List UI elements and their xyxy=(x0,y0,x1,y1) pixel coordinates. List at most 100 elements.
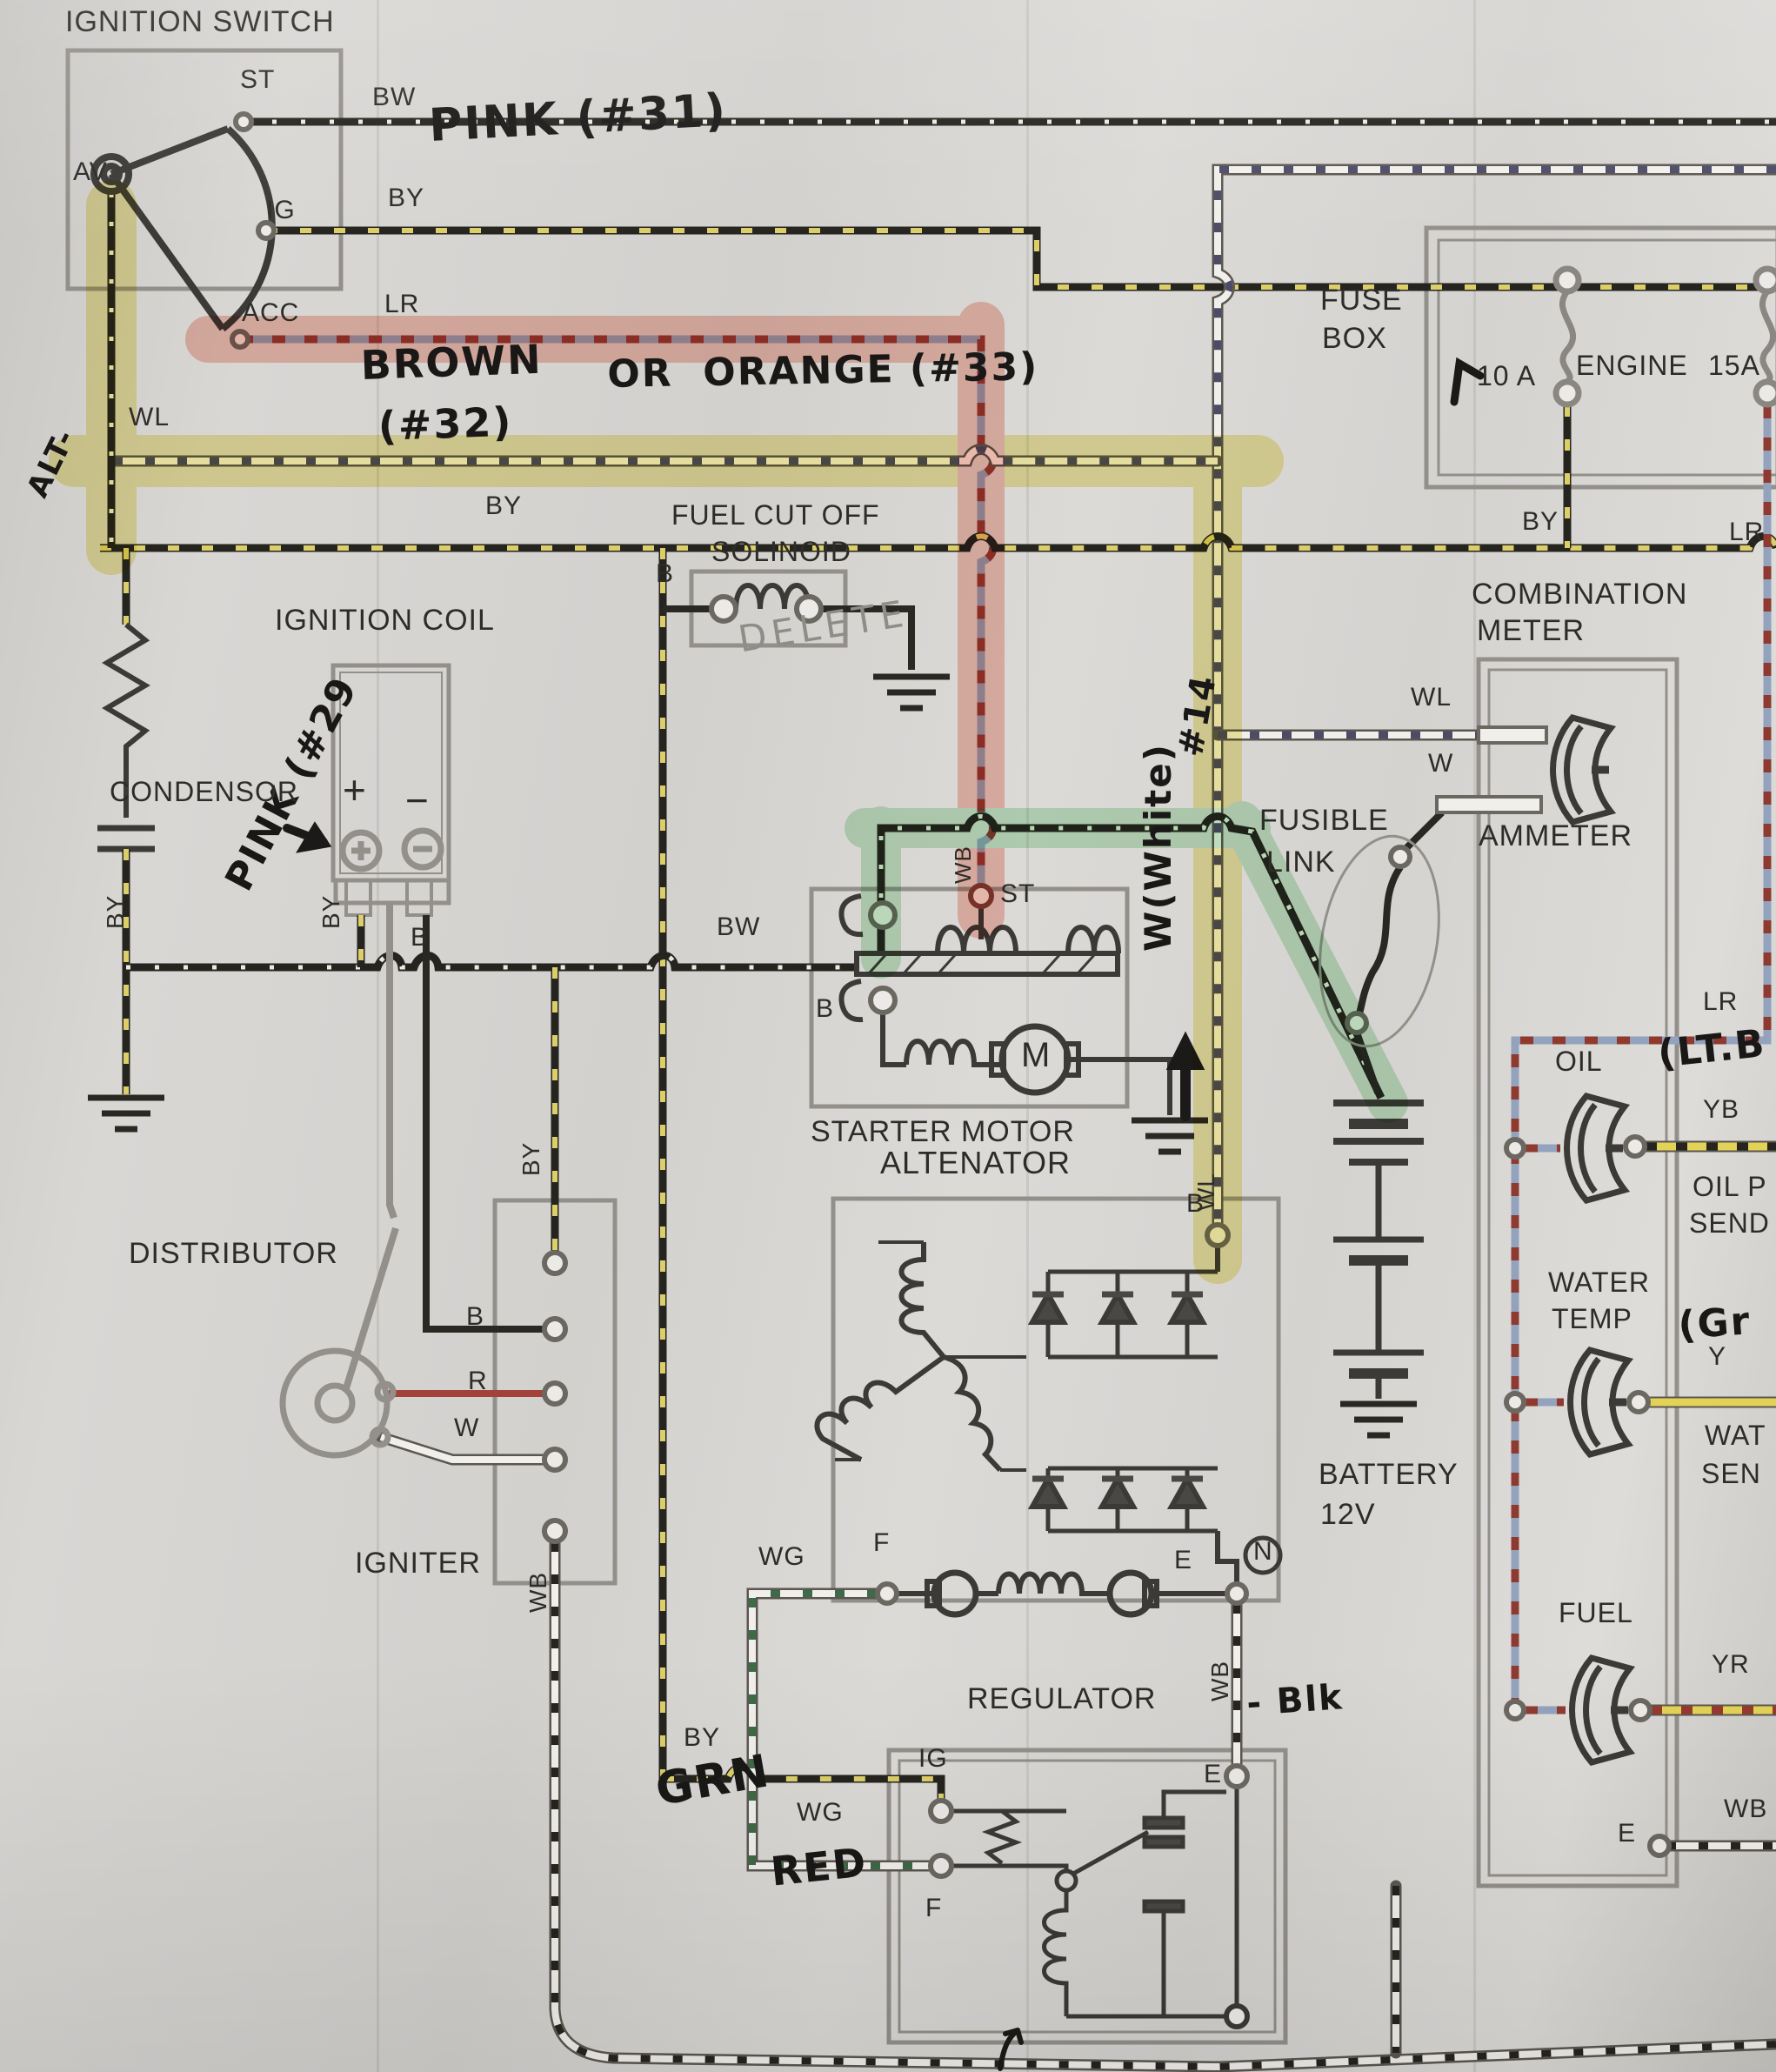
wire-wb-alt-e: WB xyxy=(1206,1660,1233,1701)
starter-motor-title: STARTER MOTOR xyxy=(811,1115,1075,1148)
terminal-f-reg: F xyxy=(925,1894,943,1922)
alternator-box xyxy=(831,1196,1281,1603)
note-gr: (Gr xyxy=(1676,1299,1753,1348)
note-num14: #14 xyxy=(1171,671,1225,760)
fuse-box-line2: BOX xyxy=(1322,322,1387,355)
paper-crease xyxy=(1026,0,1029,2072)
wire-by-coil: BY xyxy=(317,894,344,929)
altenator-title: ALTENATOR xyxy=(880,1145,1072,1180)
highlighter-marks xyxy=(49,180,1408,1284)
water-temp-line1: WATER xyxy=(1548,1267,1650,1298)
wire-by-top: BY xyxy=(388,184,425,212)
wire-yb: YB xyxy=(1703,1095,1740,1124)
note-or-orange-33: OR ORANGE (#33) xyxy=(606,344,1039,397)
wire-by-fuse: BY xyxy=(1522,507,1559,536)
wire-by-reg: BY xyxy=(684,1723,721,1752)
terminal-w-igniter: W xyxy=(454,1414,480,1442)
terminal-ig: IG xyxy=(266,196,296,224)
wire-y: Y xyxy=(1708,1342,1727,1371)
wire-lr-meter-bus xyxy=(1511,405,1772,1701)
coil-minus: − xyxy=(405,778,430,823)
note-blk: - Blk xyxy=(1245,1677,1345,1724)
terminal-b-starter: B xyxy=(816,994,835,1023)
wire-wl-left: WL xyxy=(129,403,170,431)
wire-wg-lower: WG xyxy=(797,1798,844,1827)
fusible-link-line1: FUSIBLE xyxy=(1259,804,1389,837)
ignition-switch-title: IGNITION SWITCH xyxy=(65,5,335,38)
ignition-coil-title: IGNITION COIL xyxy=(275,604,495,637)
wire-b-coil: B xyxy=(411,923,430,952)
battery-line2: 12V xyxy=(1320,1498,1376,1531)
note-pink-31: PINK (#31) xyxy=(427,84,729,152)
fuse-box xyxy=(1424,225,1776,490)
oil-sender-line2: SEND xyxy=(1689,1207,1770,1239)
wire-b-coil-igniter xyxy=(423,915,544,1333)
note-alt: ALT- xyxy=(20,423,83,504)
note-brown: BROWN xyxy=(359,335,544,389)
terminal-b-solenoid: B xyxy=(656,559,675,588)
wire-wg-upper: WG xyxy=(758,1542,805,1571)
distributor-symbol xyxy=(279,1347,397,1459)
oil-sender-line1: OIL P xyxy=(1693,1171,1767,1202)
note-num32: (#32) xyxy=(377,398,514,450)
wire-solenoid-ground xyxy=(821,605,915,670)
resistor xyxy=(102,622,150,818)
terminal-av: AV xyxy=(73,157,108,186)
fusible-link-line2: LINK xyxy=(1266,846,1336,879)
battery-line1: BATTERY xyxy=(1319,1458,1459,1491)
regulator-box xyxy=(886,1748,1288,2045)
coil-plus: + xyxy=(343,767,367,812)
wire-by-left: BY xyxy=(102,894,129,929)
alt-n: N xyxy=(1253,1537,1273,1566)
highlight-green-3 xyxy=(1222,801,1408,1123)
wire-bw-top: BW xyxy=(372,83,417,111)
distributor-lead xyxy=(386,903,397,1220)
note-lt-b: (LT.B xyxy=(1655,1021,1768,1077)
distributor-rotor xyxy=(343,1226,399,1390)
solenoid-coil xyxy=(733,583,811,610)
water-sender-line2: SEN xyxy=(1701,1458,1761,1489)
terminal-b-alt: B xyxy=(1186,1189,1205,1218)
terminal-st-starter: ST xyxy=(1000,879,1036,908)
paper-crease xyxy=(377,0,379,2072)
fuse-checkmark xyxy=(1450,357,1485,406)
combination-meter-line1: COMBINATION xyxy=(1472,578,1688,611)
distributor-label: DISTRIBUTOR xyxy=(129,1237,338,1270)
terminal-e-reg: E xyxy=(1204,1760,1223,1788)
wire-w-meter: W xyxy=(1428,749,1454,778)
wire-lr-fuse: LR xyxy=(1729,518,1765,546)
wire-lr-top: LR xyxy=(384,290,420,318)
note-grn: GRN xyxy=(651,1745,775,1817)
terminal-e-alt: E xyxy=(1174,1546,1193,1574)
wire-wb-starter: WB xyxy=(950,846,976,884)
fuel-cutoff-line2: SOLINOID xyxy=(711,536,851,567)
terminal-acc: ACC xyxy=(242,298,300,327)
terminal-e-meter: E xyxy=(1618,1819,1637,1848)
fuel-gauge-label: FUEL xyxy=(1559,1597,1633,1628)
ammeter-w-bar xyxy=(1435,795,1543,814)
fuse-engine: ENGINE xyxy=(1576,350,1688,381)
starter-motor-m: M xyxy=(1021,1036,1052,1074)
regulator-title: REGULATOR xyxy=(967,1682,1157,1715)
wire-lr-meter: LR xyxy=(1703,987,1739,1016)
ammeter-label: AMMETER xyxy=(1479,819,1632,852)
terminal-r-igniter: R xyxy=(468,1367,488,1395)
wire-yr: YR xyxy=(1712,1650,1750,1679)
terminal-st: ST xyxy=(240,65,276,94)
note-w-white: W(White) xyxy=(1137,743,1179,952)
regulator-internals xyxy=(951,1787,1250,2029)
terminal-ig-reg: IG xyxy=(918,1744,948,1773)
fuse-10a: 10 A xyxy=(1477,360,1537,391)
wire-by-igniter: BY xyxy=(517,1141,544,1176)
note-red: RED xyxy=(768,1838,870,1895)
coil-terminals xyxy=(339,827,444,872)
combination-meter-line2: METER xyxy=(1477,614,1585,647)
igniter-label: IGNITER xyxy=(355,1547,481,1580)
wire-w xyxy=(379,1434,544,1463)
wire-bw-bus: BW xyxy=(717,912,761,941)
water-sender-line1: WAT xyxy=(1705,1420,1766,1451)
wire-wb-igniter: WB xyxy=(524,1571,551,1613)
